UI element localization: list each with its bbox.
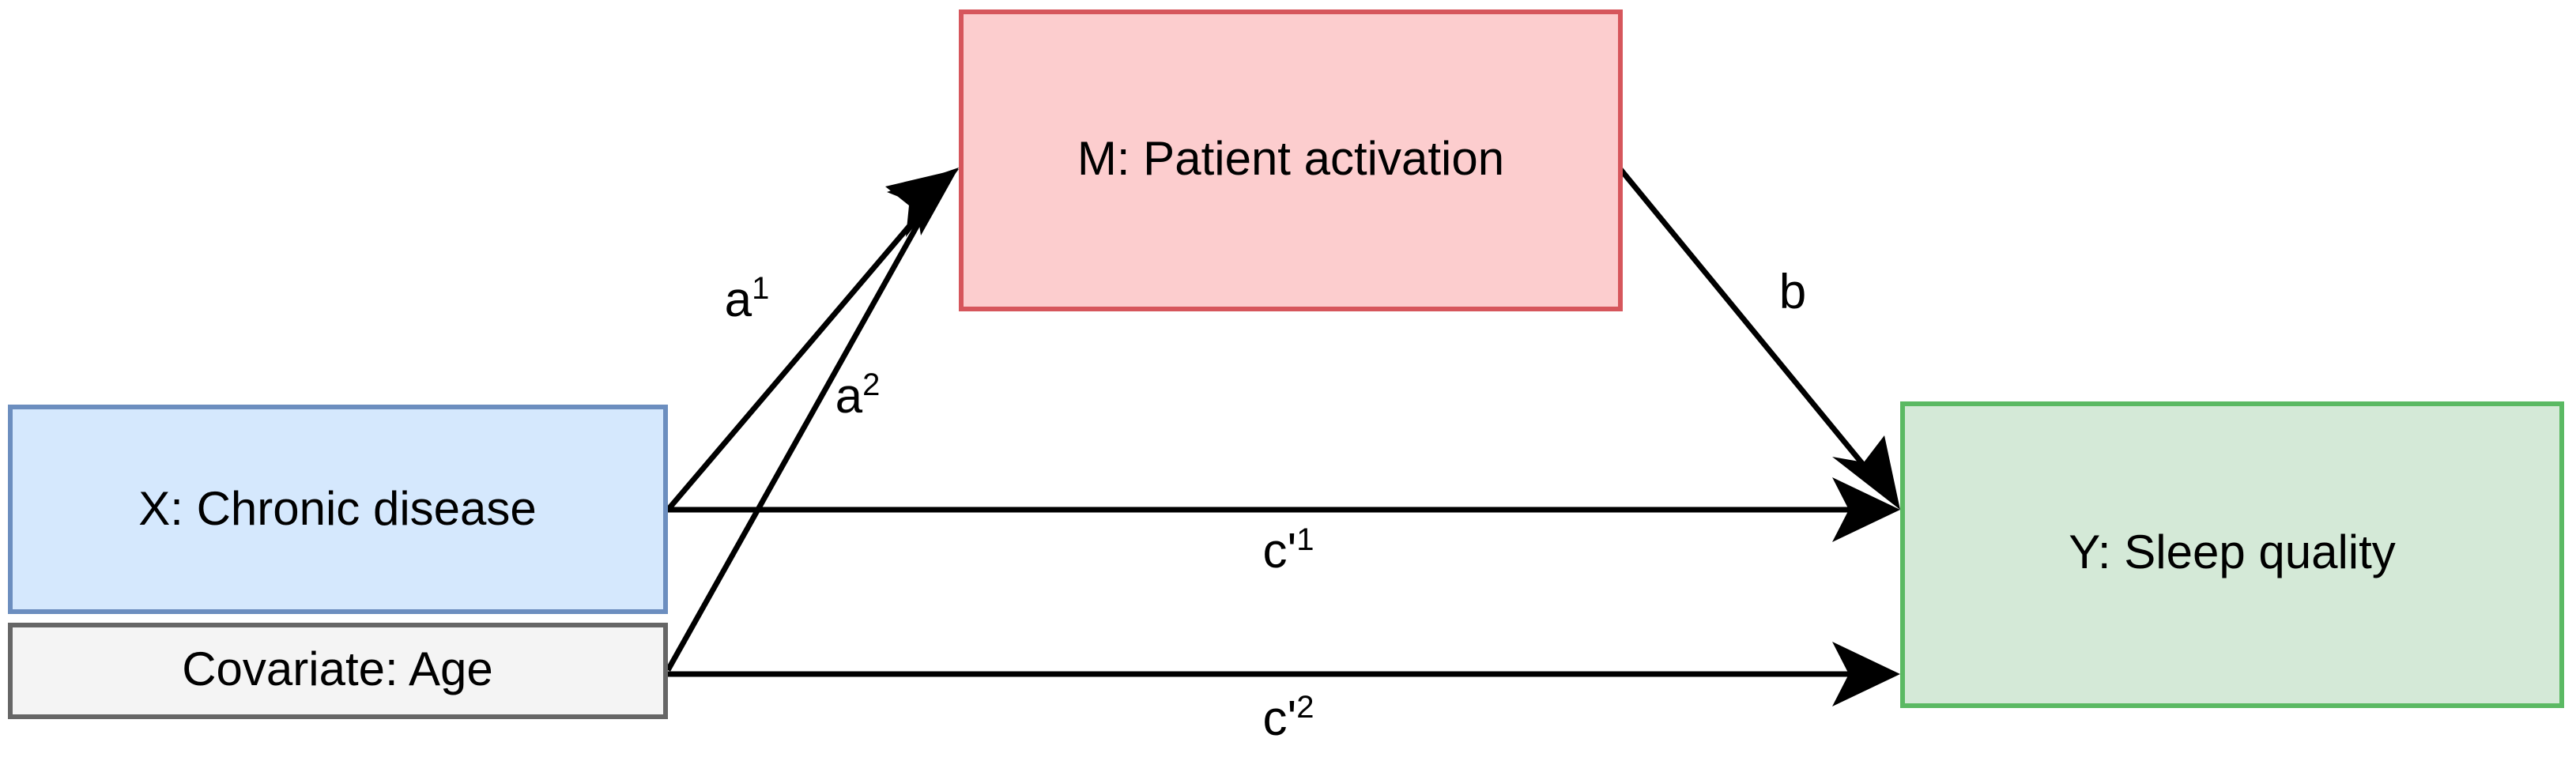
node-y-box[interactable] [1900,401,2564,708]
edge-label-a2-sup: 2 [862,367,880,402]
edge-label-a2: a2 [835,367,881,424]
edge-label-a1-sup: 1 [752,271,769,306]
edge-label-c2-sup: 2 [1296,690,1314,725]
edge-c2-arrowhead [1832,642,1900,706]
node-x-label: X: Chronic disease [138,482,537,535]
node-y-sleep-quality[interactable]: Y: Sleep quality [1900,401,2564,708]
edge-label-a1: a1 [725,271,770,327]
edge-a2-arrowhead [885,169,959,237]
edge-label-a2-base: a [835,369,863,424]
edge-a2-line [665,199,934,672]
edge-b [1614,162,1900,510]
edge-label-b-base: b [1779,265,1806,319]
node-covariate-age[interactable]: Covariate: Age [8,623,668,719]
edge-c2 [668,642,1900,706]
node-covariate-box[interactable] [8,623,668,719]
edge-c1 [668,477,1900,542]
edge-label-c2: c'2 [1262,690,1314,746]
node-y-label: Y: Sleep quality [2069,526,2396,578]
edge-label-c1-sup: 1 [1296,522,1314,557]
edge-c1-arrowhead [1832,477,1900,542]
edge-b-line [1614,162,1877,481]
edge-a1-line [666,194,937,512]
node-m-box[interactable] [959,9,1623,311]
edge-label-c2-base: c' [1262,691,1296,746]
edge-label-c1-base: c' [1262,524,1296,578]
edge-label-a1-base: a [725,273,752,327]
node-x-box[interactable] [8,405,668,614]
edge-a2 [665,169,959,672]
edge-label-b: b [1779,265,1806,319]
node-m-patient-activation[interactable]: M: Patient activation [959,9,1623,311]
edge-b-arrowhead [1832,435,1900,510]
node-m-label: M: Patient activation [1077,132,1504,185]
edge-label-c1: c'1 [1262,522,1314,578]
node-x-chronic-disease[interactable]: X: Chronic disease [8,405,668,614]
node-covariate-label: Covariate: Age [182,642,493,695]
